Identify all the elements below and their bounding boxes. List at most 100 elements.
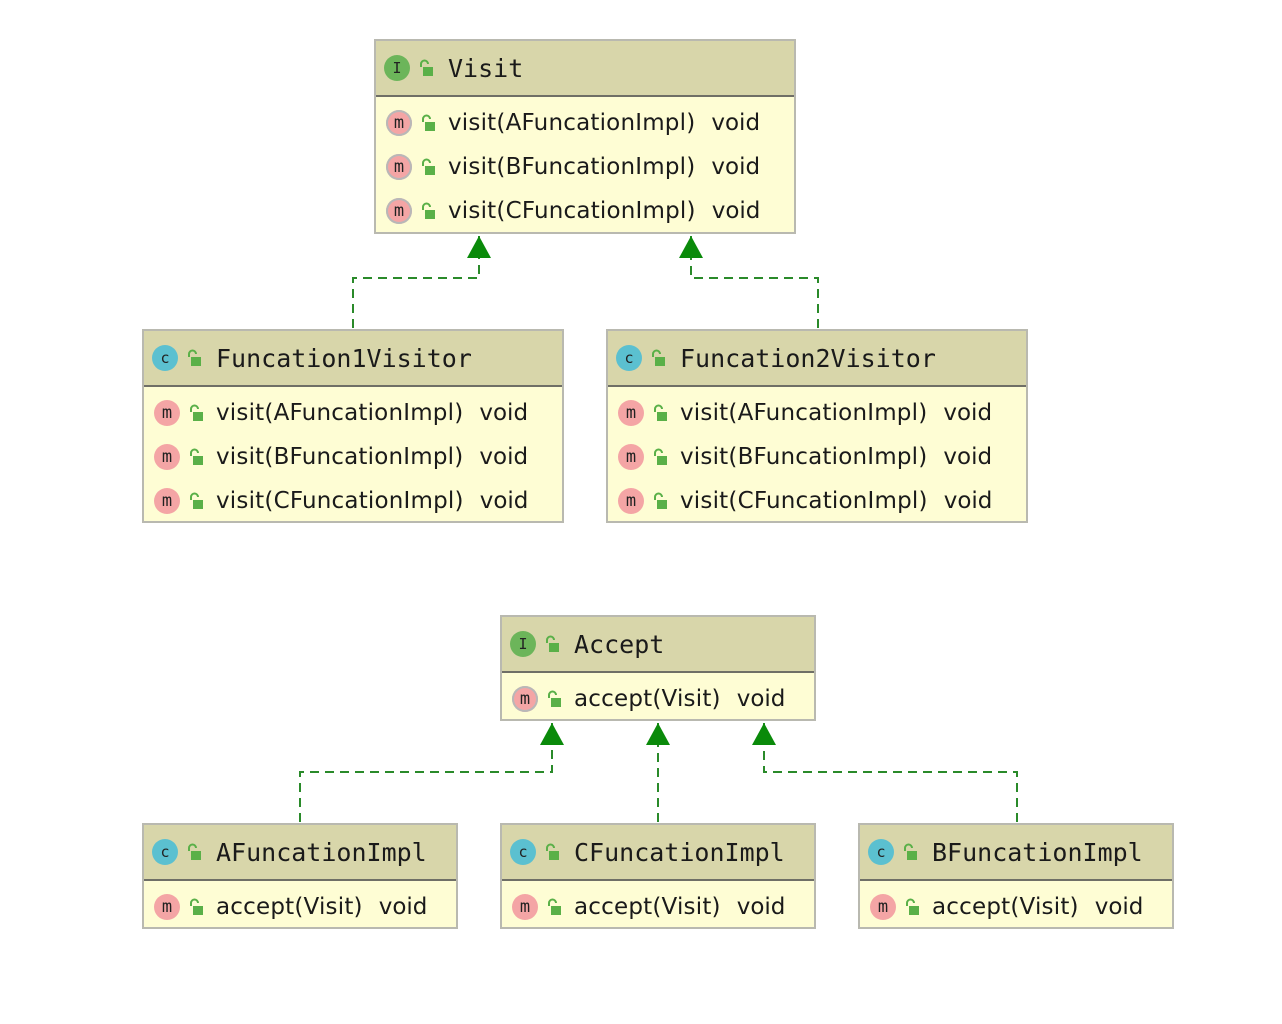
public-lock-icon — [654, 448, 667, 465]
method-return-type: void — [1094, 894, 1144, 920]
class-title: Funcation2Visitor — [680, 343, 936, 373]
method-icon: m — [386, 154, 412, 180]
method-icon: m — [512, 894, 538, 920]
method-signature: visit(AFuncationImpl) — [448, 110, 696, 136]
method-signature: visit(AFuncationImpl) — [216, 400, 464, 426]
public-lock-icon — [548, 898, 561, 915]
class-box-f1[interactable]: c Funcation1Visitor m visit(AFuncationImpl)… — [142, 329, 564, 523]
public-lock-icon — [548, 690, 561, 707]
method-row[interactable]: m visit(AFuncationImpl) void — [376, 101, 794, 145]
class-title: BFuncationImpl — [932, 837, 1143, 867]
method-return-type: void — [711, 110, 761, 136]
method-row[interactable]: m visit(CFuncationImpl) void — [144, 479, 562, 523]
public-lock-icon — [422, 202, 435, 219]
method-return-type: void — [479, 400, 529, 426]
class-header: c BFuncationImpl — [860, 825, 1172, 881]
method-return-type: void — [943, 488, 993, 514]
method-row[interactable]: m accept(Visit) void — [144, 885, 456, 929]
method-list: m accept(Visit) void — [502, 881, 814, 929]
method-icon: m — [154, 444, 180, 470]
method-row[interactable]: m visit(AFuncationImpl) void — [608, 391, 1026, 435]
interface-icon: I — [384, 55, 410, 81]
method-icon: m — [154, 400, 180, 426]
method-return-type: void — [711, 198, 761, 224]
public-lock-icon — [190, 404, 203, 421]
method-icon: m — [618, 444, 644, 470]
class-header: c AFuncationImpl — [144, 825, 456, 881]
method-signature: accept(Visit) — [932, 894, 1079, 920]
class-icon: c — [152, 345, 178, 371]
method-signature: visit(CFuncationImpl) — [448, 198, 696, 224]
method-icon: m — [870, 894, 896, 920]
class-icon: c — [152, 839, 178, 865]
method-icon: m — [618, 400, 644, 426]
method-row[interactable]: m accept(Visit) void — [502, 885, 814, 929]
method-return-type: void — [479, 488, 529, 514]
arrowhead-icon — [679, 236, 703, 258]
public-lock-icon — [652, 349, 665, 366]
method-signature: visit(CFuncationImpl) — [216, 488, 464, 514]
method-signature: visit(BFuncationImpl) — [680, 444, 928, 470]
public-lock-icon — [188, 843, 201, 860]
method-list: m accept(Visit) void — [860, 881, 1172, 929]
method-icon: m — [154, 488, 180, 514]
method-row[interactable]: m accept(Visit) void — [860, 885, 1172, 929]
arrowhead-icon — [646, 723, 670, 745]
method-icon: m — [512, 686, 538, 712]
public-lock-icon — [654, 492, 667, 509]
implements-edge-f1-visit — [352, 236, 480, 328]
arrowhead-icon — [540, 723, 564, 745]
class-icon: c — [510, 839, 536, 865]
class-title: Funcation1Visitor — [216, 343, 472, 373]
method-icon: m — [618, 488, 644, 514]
public-lock-icon — [422, 114, 435, 131]
class-header: c Funcation1Visitor — [144, 331, 562, 387]
method-signature: accept(Visit) — [216, 894, 363, 920]
method-list: m visit(AFuncationImpl) void m visit(BFuncat… — [608, 387, 1026, 523]
method-list: m visit(AFuncationImpl) void m visit(BFuncat… — [376, 97, 794, 233]
method-return-type: void — [378, 894, 428, 920]
method-icon: m — [386, 198, 412, 224]
class-icon: c — [616, 345, 642, 371]
method-icon: m — [154, 894, 180, 920]
public-lock-icon — [546, 635, 559, 652]
method-icon: m — [386, 110, 412, 136]
method-signature: visit(BFuncationImpl) — [216, 444, 464, 470]
method-signature: visit(BFuncationImpl) — [448, 154, 696, 180]
method-signature: visit(AFuncationImpl) — [680, 400, 928, 426]
method-row[interactable]: m visit(AFuncationImpl) void — [144, 391, 562, 435]
public-lock-icon — [422, 158, 435, 175]
class-box-a[interactable]: c AFuncationImpl m accept(Visit) void — [142, 823, 458, 929]
public-lock-icon — [188, 349, 201, 366]
method-signature: accept(Visit) — [574, 894, 721, 920]
class-title: AFuncationImpl — [216, 837, 427, 867]
public-lock-icon — [906, 898, 919, 915]
class-box-b[interactable]: c BFuncationImpl m accept(Visit) void — [858, 823, 1174, 929]
public-lock-icon — [546, 843, 559, 860]
public-lock-icon — [190, 898, 203, 915]
class-box-f2[interactable]: c Funcation2Visitor m visit(AFuncationImpl)… — [606, 329, 1028, 523]
public-lock-icon — [420, 59, 433, 76]
implements-edge-f2-visit — [690, 236, 819, 328]
class-header: c Funcation2Visitor — [608, 331, 1026, 387]
method-return-type: void — [736, 894, 786, 920]
arrowhead-icon — [752, 723, 776, 745]
method-return-type: void — [943, 400, 993, 426]
method-row[interactable]: m visit(CFuncationImpl) void — [376, 189, 794, 233]
implements-edge-b-accept — [763, 723, 1018, 822]
arrowhead-icon — [467, 236, 491, 258]
class-icon: c — [868, 839, 894, 865]
